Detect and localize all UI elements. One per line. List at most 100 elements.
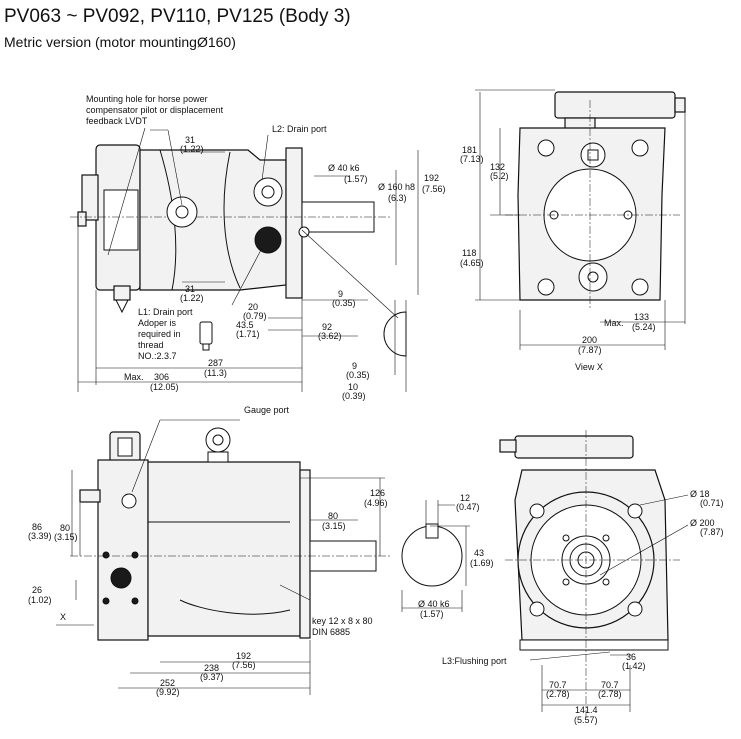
mounting-hole-label-2: compensator pilot or displacement xyxy=(86,105,224,115)
dim-43: 43 xyxy=(474,548,484,558)
dim-d18: Ø 18 xyxy=(690,489,710,499)
dim-d40k6b-in: (1.57) xyxy=(420,609,444,619)
front-view-labels: Ø 18 (0.71) Ø 200 (7.87) L3:Flushing por… xyxy=(442,489,724,725)
end-hole-tr xyxy=(631,139,649,157)
dim-10: 10 xyxy=(348,382,358,392)
dim-80a-in: (3.15) xyxy=(322,521,346,531)
adoper-label-2: required in xyxy=(138,329,181,339)
dim-70-7b: 70.7 xyxy=(601,680,619,690)
dim-252-in: (9.92) xyxy=(156,687,180,697)
dim-200-in: (7.87) xyxy=(578,345,602,355)
dim-d160h8-in: (6.3) xyxy=(388,193,407,203)
dim-118-in: (4.65) xyxy=(460,258,484,268)
key-section xyxy=(401,500,470,612)
dim-20-in: (0.79) xyxy=(243,311,267,321)
page-subtitle: Metric version (motor mountingØ160) xyxy=(4,34,236,50)
dim-252: 252 xyxy=(160,678,175,688)
key-section-labels: 12 (0.47) 43 (1.69) Ø 40 k6 (1.57) xyxy=(418,493,494,619)
dim-132: 132 xyxy=(490,162,505,172)
compensator-top xyxy=(554,91,676,119)
rear-fitting xyxy=(81,174,99,221)
adoper-label-3: thread xyxy=(138,340,164,350)
dim-86: 86 xyxy=(32,522,42,532)
side-view-bottom xyxy=(56,419,392,695)
dim-86-in: (3.39) xyxy=(28,531,52,541)
dim-181-in: (7.13) xyxy=(460,154,484,164)
dim-d40k6: Ø 40 k6 xyxy=(328,163,360,173)
l3-flushing-label: L3:Flushing port xyxy=(442,656,507,666)
adapter-icon-tip xyxy=(202,343,210,351)
dim-306-in: (12.05) xyxy=(150,382,179,392)
dim-9b: 9 xyxy=(352,361,357,371)
dim-12: 12 xyxy=(460,493,470,503)
max-label-b: Max. xyxy=(604,318,624,328)
pump-housing xyxy=(139,149,287,291)
view-x xyxy=(475,89,686,350)
dim-238-in: (9.37) xyxy=(200,672,224,682)
gauge-port xyxy=(121,493,137,509)
dim-36: 36 xyxy=(626,652,636,662)
l2-port-hole xyxy=(261,185,275,199)
front-bolt-tl xyxy=(529,503,545,519)
dim-141-4: 141.4 xyxy=(575,705,598,715)
end-hole-tl xyxy=(537,139,555,157)
lower-housing xyxy=(147,461,301,637)
dim-43-5: 43.5 xyxy=(236,320,254,330)
dim-126-in: (4.96) xyxy=(364,498,388,508)
dim-133: 133 xyxy=(634,312,649,322)
dim-d18-in: (0.71) xyxy=(700,498,724,508)
dim-133-in: (5.24) xyxy=(632,322,656,332)
front-bolt-tr xyxy=(627,503,643,519)
dim-70-7a-in: (2.78) xyxy=(546,689,570,699)
front-base xyxy=(519,639,669,651)
dim-10-in: (0.39) xyxy=(342,391,366,401)
dim-31a: 31 xyxy=(185,135,195,145)
dim-80b: 80 xyxy=(60,523,70,533)
dim-80b-in: (3.15) xyxy=(54,532,78,542)
dim-92-in: (3.62) xyxy=(318,331,342,341)
pilot-port-hole xyxy=(175,205,189,219)
key-label-2: DIN 6885 xyxy=(312,627,350,637)
dim-238: 238 xyxy=(204,663,219,673)
dim-70-7a: 70.7 xyxy=(549,680,567,690)
dim-26-in: (1.02) xyxy=(28,595,52,605)
dim-192b-in: (7.56) xyxy=(232,660,256,670)
key-label-1: key 12 x 8 x 80 xyxy=(312,616,373,626)
mounting-flange xyxy=(285,147,303,299)
side-view-bottom-labels: Gauge port 126 (4.96) 80 (3.15) 86 (3.39… xyxy=(28,405,388,697)
dim-43-in: (1.69) xyxy=(470,558,494,568)
dim-26: 26 xyxy=(32,585,42,595)
dim-d40k6-in: (1.57) xyxy=(344,174,368,184)
mounting-hole-label-1: Mounting hole for horse power xyxy=(86,94,208,104)
page-title: PV063 ~ PV092, PV110, PV125 (Body 3) xyxy=(4,6,351,27)
front-bolt-br xyxy=(627,601,643,617)
l2-drain-label: L2: Drain port xyxy=(272,124,327,134)
dim-92: 92 xyxy=(322,322,332,332)
housing-contour-2 xyxy=(223,151,241,289)
dim-d200b: Ø 200 xyxy=(690,518,715,528)
side-view-top-labels: Mounting hole for horse power compensato… xyxy=(86,94,446,401)
x-arrow-label: X xyxy=(60,612,66,622)
dim-20: 20 xyxy=(248,302,258,312)
max-label-a: Max. xyxy=(124,372,144,382)
suction-port xyxy=(110,567,132,589)
dim-192: 192 xyxy=(424,173,439,183)
view-x-labels: 181 (7.13) 132 (5.2) 118 (4.65) Max. 133… xyxy=(460,145,656,372)
l1-drain-label: L1: Drain port xyxy=(138,307,193,317)
bottom-fitting xyxy=(113,285,131,301)
rear-cover xyxy=(97,459,149,641)
dim-d200b-in: (7.87) xyxy=(700,527,724,537)
dim-d160h8: Ø 160 h8 xyxy=(378,182,415,192)
dim-181: 181 xyxy=(462,145,477,155)
rear-plug xyxy=(77,211,87,227)
dim-306: 306 xyxy=(154,372,169,382)
dim-36-in: (1.42) xyxy=(622,661,646,671)
end-hole-br xyxy=(631,278,649,296)
compensator-plug xyxy=(674,97,686,113)
l1-port xyxy=(254,226,282,254)
dim-132-in: (5.2) xyxy=(490,171,509,181)
dim-80a: 80 xyxy=(328,511,338,521)
adoper-label-1: Adoper is xyxy=(138,318,177,328)
view-x-label: View X xyxy=(575,362,603,372)
adapter-icon xyxy=(199,321,213,345)
